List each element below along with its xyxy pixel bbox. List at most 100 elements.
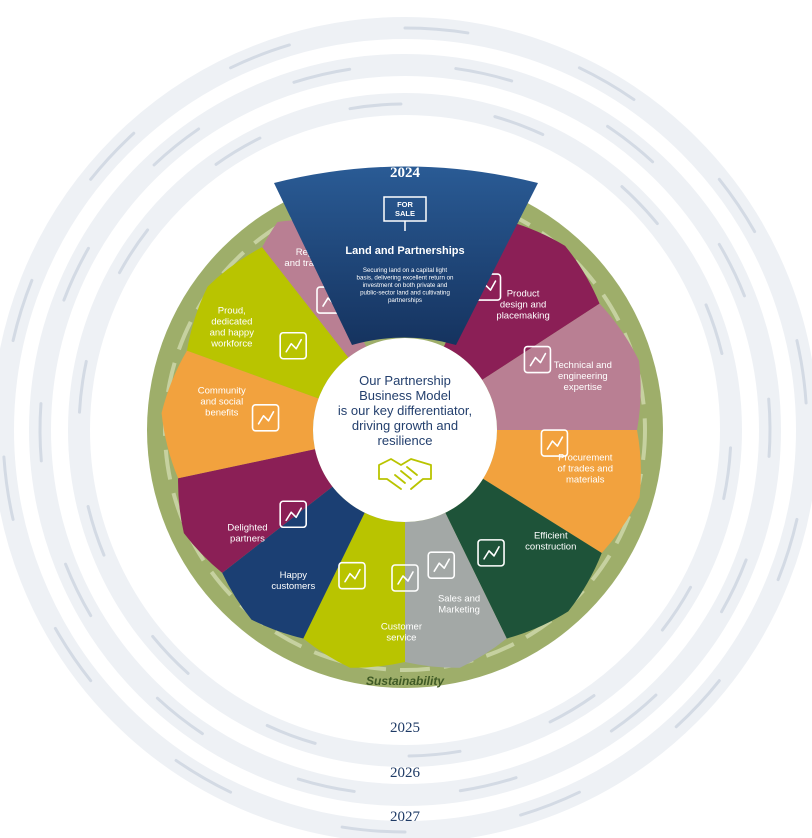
technical-expertise-shape: [482, 303, 641, 430]
halo-arrow: [86, 504, 106, 557]
sign-line-2: SALE: [395, 209, 415, 218]
center-flow-arrowhead-4: [392, 339, 399, 346]
center-flow-arrow-1: [434, 346, 493, 415]
halo-arrow: [265, 723, 317, 745]
halo-arrow: [38, 402, 43, 463]
product-design-shape: [443, 219, 600, 380]
community-benefits-shape: [161, 350, 319, 479]
customer-service-label-2: service: [386, 632, 416, 643]
center-text-line-5: resilience: [378, 433, 433, 448]
halo-arrow: [704, 303, 724, 356]
delighted-partners-shape: [178, 449, 333, 573]
center-text-line-2: Business Model: [359, 388, 451, 403]
halo-arrow: [89, 131, 136, 181]
happy-workforce-label-3: and happy: [210, 328, 255, 339]
halo-arrow: [519, 790, 581, 817]
procurement-shape: [483, 430, 641, 553]
center-text-line-3: is our key differentiator,: [338, 403, 472, 418]
engineer-icon: [523, 345, 552, 374]
halo-arrow: [292, 67, 352, 84]
year-2027: 2027: [390, 809, 421, 825]
halo-arrow: [62, 246, 90, 302]
hand-house-icon: [391, 564, 419, 592]
land-partnerships-title: Land and Partnerships: [345, 245, 464, 257]
happy-workforce-label-1: Proud,: [218, 306, 246, 317]
halo-arrow: [348, 102, 403, 111]
sustainability-label: Sustainability: [366, 674, 445, 688]
handshake-icon: [279, 500, 307, 529]
halo-arrow: [117, 228, 150, 275]
bar-growth-icon: [477, 539, 505, 567]
sign-line-1: FOR: [397, 200, 413, 209]
happy-customers-label-1: Happy: [280, 570, 308, 581]
center-flow-ring: [317, 342, 493, 518]
product-design-label-2: design and: [500, 300, 546, 311]
halo-arrow: [717, 177, 757, 234]
halo-arrow: [407, 749, 462, 758]
halo-arrow: [454, 67, 514, 83]
sales-marketing-shape: [405, 512, 507, 668]
year-2025: 2025: [390, 720, 420, 736]
happy-customers-label-2: customers: [271, 581, 315, 592]
wheelbarrow-icon: [540, 429, 569, 457]
halo-arrow: [458, 776, 518, 793]
halo-arrow: [77, 359, 88, 414]
procurement-label-2: of trades and: [558, 464, 613, 475]
handshake-center-icon: [378, 458, 432, 490]
happy-customers-shape: [222, 486, 365, 639]
halo-arrow: [53, 626, 93, 683]
halo-arrow: [174, 758, 233, 794]
halo-arrow: [795, 339, 808, 405]
halo-arrow: [767, 397, 772, 458]
halo-arrow: [403, 26, 470, 35]
procurement-label-3: materials: [566, 475, 605, 486]
halo-ring-inner: [68, 93, 742, 767]
halo-arrow: [606, 124, 655, 164]
for-sale-sign-icon: FOR SALE: [383, 196, 427, 231]
product-design-label-1: Product: [507, 289, 540, 300]
halo-arrow: [609, 693, 658, 733]
segment-land-and-partnerships: 2024 FOR SALE Land and Partnerships Secu…: [274, 165, 538, 345]
halo-arrow: [340, 825, 407, 834]
halo-arrow: [64, 562, 93, 618]
halo-arrow: [151, 634, 190, 675]
technical-expertise-label-3: expertise: [564, 382, 603, 393]
future-years-rings: [0, 17, 812, 838]
halo-arrow: [296, 777, 356, 793]
halo-arrow: [674, 679, 721, 729]
house-heart-icon: [338, 561, 366, 590]
sales-marketing-label-2: Marketing: [438, 604, 480, 615]
customer-service-label-1: Customer: [381, 621, 422, 632]
efficient-construction-shape: [445, 478, 602, 639]
land-partnerships-desc-4: public-sector land and cultivating: [360, 290, 450, 297]
halo-arrow: [548, 694, 596, 724]
product-design-label-3: placemaking: [496, 311, 549, 322]
dashboard-icon: [427, 551, 456, 580]
workers-icon: [279, 331, 307, 360]
happy-workforce-label-4: workforce: [210, 339, 252, 350]
sales-marketing-label-1: Sales and: [438, 593, 480, 604]
technical-expertise-label-2: engineering: [558, 371, 608, 382]
halo-arrow: [11, 278, 34, 343]
community-benefits-label-3: benefits: [205, 407, 239, 418]
center-flow-arrowhead-2: [411, 514, 418, 521]
halo-arrow: [493, 115, 545, 137]
land-partnerships-shape: [274, 166, 538, 345]
community-benefits-label-2: and social: [200, 396, 243, 407]
halo-arrow: [720, 558, 748, 614]
halo-arrow: [776, 517, 799, 582]
halo-arrow: [660, 585, 693, 632]
infinity-check-icon: [251, 403, 280, 432]
halo-arrow: [722, 446, 733, 501]
halo-arrow: [155, 696, 204, 736]
